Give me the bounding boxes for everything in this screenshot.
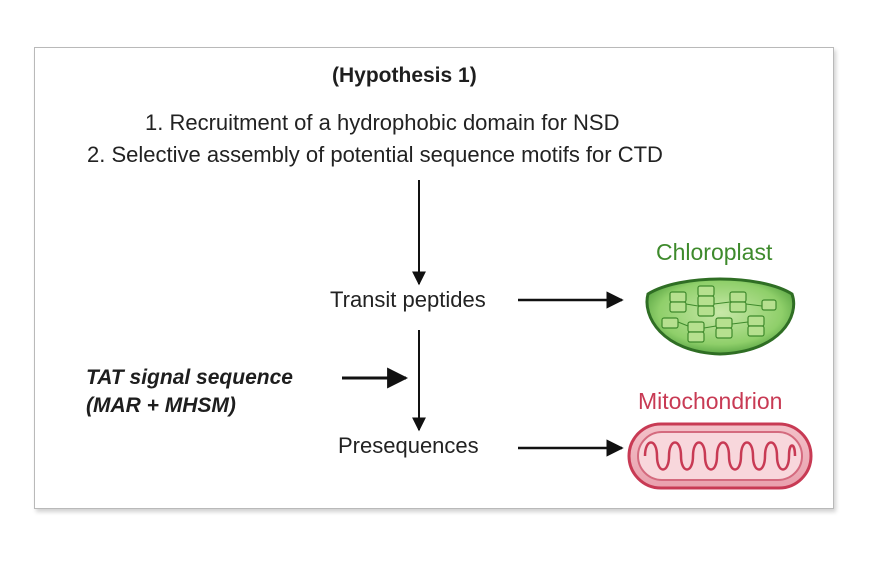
tat-signal-sequence-label: TAT signal sequence bbox=[86, 366, 293, 389]
transit-peptides-node: Transit peptides bbox=[330, 287, 486, 312]
mitochondrion-label: Mitochondrion bbox=[638, 388, 783, 414]
step-2-text: 2. Selective assembly of potential seque… bbox=[87, 142, 663, 167]
hypothesis-title: (Hypothesis 1) bbox=[332, 64, 477, 87]
step-1-text: 1. Recruitment of a hydrophobic domain f… bbox=[145, 110, 620, 135]
mitochondrion-illustration bbox=[627, 422, 813, 490]
presequences-node: Presequences bbox=[338, 433, 479, 458]
tat-components-label: (MAR + MHSM) bbox=[86, 394, 236, 417]
chloroplast-label: Chloroplast bbox=[656, 239, 773, 265]
chloroplast-illustration bbox=[645, 277, 796, 356]
